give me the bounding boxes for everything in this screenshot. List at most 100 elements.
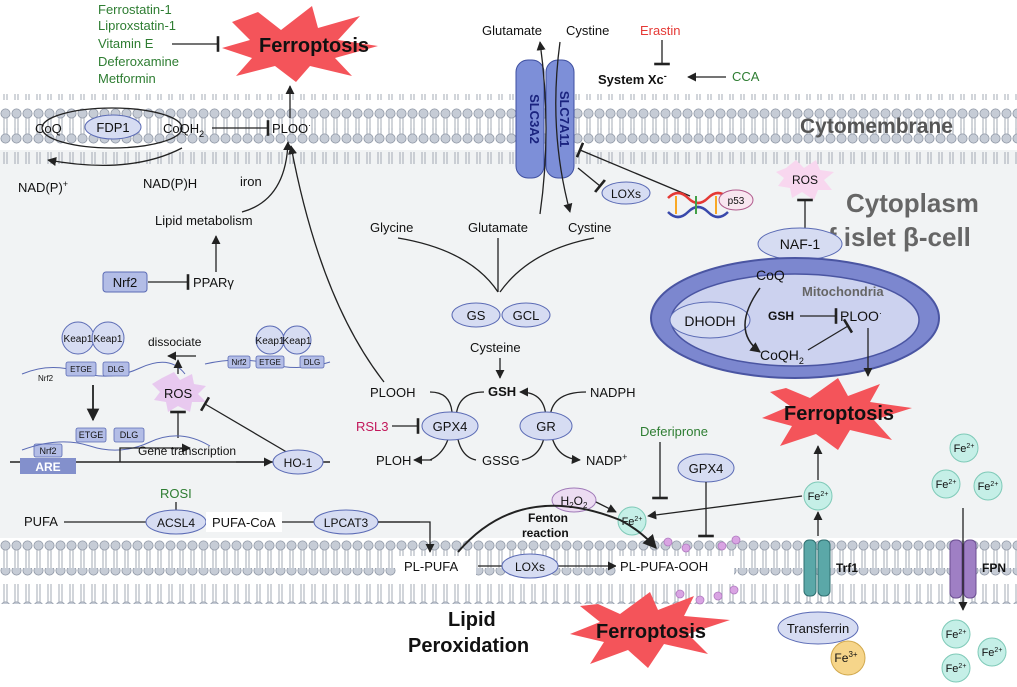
cysteine-to-gsh-curve [499, 237, 595, 293]
p53-inhibits-slc7a11 [575, 142, 691, 197]
ploh-label: PLOH [376, 453, 411, 468]
nrf2-box-top [102, 271, 148, 293]
loxs-oval-bottom [501, 553, 559, 579]
pl-pufa-to-fenton-curve [457, 504, 657, 553]
svg-text:Fe3+: Fe3+ [834, 650, 857, 665]
pufa-coa-label: PUFA-CoA [212, 515, 276, 530]
p53-oval [718, 189, 754, 211]
lipid-metabolism-to-ploo [241, 141, 293, 213]
svg-text:GPX4: GPX4 [689, 461, 724, 476]
gcl-oval [501, 302, 551, 328]
svg-text:Fe2+: Fe2+ [622, 516, 643, 528]
ploo-label-top: PLOO· [272, 120, 311, 136]
svg-text:LPCAT3: LPCAT3 [324, 516, 369, 530]
fenton-label-1: Fenton [528, 511, 568, 525]
mito-gsh-label: GSH [768, 309, 794, 323]
ppar-label: PPARγ [193, 275, 234, 290]
svg-text:Metformin: Metformin [98, 71, 156, 86]
svg-text:ETGE: ETGE [79, 430, 104, 440]
svg-text:DLG: DLG [108, 365, 124, 374]
ferroptosis-burst-top [222, 6, 378, 82]
trf1-receptor [803, 539, 831, 597]
gr-oval [519, 411, 573, 441]
svg-text:p53: p53 [728, 196, 745, 207]
svg-text:Vitamin E: Vitamin E [98, 36, 154, 51]
plooh-label: PLOOH [370, 385, 416, 400]
svg-text:Deferoxamine: Deferoxamine [98, 54, 179, 69]
mito-coq-label: CoQ [756, 267, 785, 283]
svg-text:GR: GR [536, 419, 556, 434]
svg-text:DHODH: DHODH [684, 313, 735, 329]
mitochondria-label: Mitochondria [802, 284, 884, 299]
nadph-to-nadp-curve [47, 147, 183, 166]
nadph-label: NAD(P)H [143, 176, 197, 191]
svg-text:ETGE: ETGE [70, 365, 92, 374]
trf1-label: Trf1 [836, 561, 858, 575]
coq-cycle [41, 107, 183, 149]
svg-text:SLC7A11: SLC7A11 [557, 91, 572, 147]
svg-text:Nrf2: Nrf2 [39, 446, 56, 456]
dhodh-oval [669, 301, 751, 339]
fe2-particle-main [617, 506, 647, 536]
ros-burst-left [152, 372, 206, 412]
mito-ploo-label: PLOO· [840, 308, 882, 324]
cca-label: CCA [732, 69, 760, 84]
gssg-label: GSSG [482, 453, 520, 468]
slc7a11-inhibits-loxs [577, 167, 606, 193]
svg-text:GCL: GCL [513, 308, 540, 323]
pl-pufa-label: PL-PUFA [404, 559, 459, 574]
oxidized-lipid-icon [663, 535, 741, 605]
svg-text:DLG: DLG [304, 358, 320, 367]
rosi-label: ROSI [160, 486, 192, 501]
glutamate-export-arrow [536, 41, 547, 215]
svg-text:Fe2+: Fe2+ [982, 647, 1003, 659]
gs-oval [451, 302, 501, 328]
ho1-oval [272, 449, 324, 475]
ros-burst-right [776, 160, 834, 200]
nadp-label-gr: NADP+ [586, 452, 627, 468]
fe2-particle-trf [803, 481, 833, 511]
fdp1-oval [84, 114, 142, 140]
cystine-in-label: Cystine [568, 220, 611, 235]
lipid-metabolism-label: Lipid metabolism [155, 213, 253, 228]
coq-label: CoQ [35, 121, 62, 136]
cytoplasm-title-line1: Cytoplasm [846, 188, 979, 218]
svg-text:Fe2+: Fe2+ [936, 479, 957, 491]
cytomembrane-label: Cytomembrane [800, 115, 953, 138]
gene-transcription-label: Gene transcription [138, 444, 236, 458]
keap1-complex-left: Keap1 Keap1 Nrf2 ETGE DLG [21, 321, 186, 383]
h2o2-to-fe-arrow [595, 501, 617, 513]
pl-pufa-ooh-bg [616, 556, 734, 576]
svg-text:Fe2+: Fe2+ [808, 491, 829, 503]
glutamate-out-label: Glutamate [482, 23, 542, 38]
glutamate-in-label: Glutamate [468, 220, 528, 235]
fdp1-label: FDP1 [96, 120, 129, 135]
svg-text:Fe2+: Fe2+ [978, 481, 999, 493]
system-xc-label: System Xc- [598, 71, 667, 87]
ho1-label: HO-1 [284, 456, 313, 470]
coq-to-coqh2-curve [744, 287, 761, 353]
svg-text:Keap1: Keap1 [256, 336, 285, 347]
lipid-peroxidation-line1: Lipid [448, 609, 496, 631]
svg-text:Fe2+: Fe2+ [946, 663, 967, 675]
svg-text:Fe2+: Fe2+ [954, 443, 975, 455]
svg-text:Liproxstatin-1: Liproxstatin-1 [98, 18, 176, 33]
cystine-out-label: Cystine [566, 23, 609, 38]
h2o2-label: H2O2 [561, 494, 588, 510]
svg-text:DLG: DLG [120, 430, 139, 440]
erastin-label: Erastin [640, 23, 680, 38]
lpcat3-to-pl-pufa-arrow [378, 521, 435, 553]
ferroptosis-label-right: Ferroptosis [784, 403, 894, 425]
loxs-oval-top [601, 181, 651, 205]
keap1-complex-right: Keap1 Keap1 Nrf2 ETGE DLG [204, 325, 331, 369]
ferroptosis-burst-right [762, 378, 912, 450]
svg-text:Keap1: Keap1 [94, 334, 123, 345]
ferroptosis-label-bottom: Ferroptosis [596, 621, 706, 643]
nadph-label-gr: NADPH [590, 385, 636, 400]
dna-helix-icon [667, 191, 729, 219]
svg-text:ETGE: ETGE [259, 358, 281, 367]
fpn-transporter [949, 539, 977, 599]
dissociate-label: dissociate [148, 335, 202, 349]
